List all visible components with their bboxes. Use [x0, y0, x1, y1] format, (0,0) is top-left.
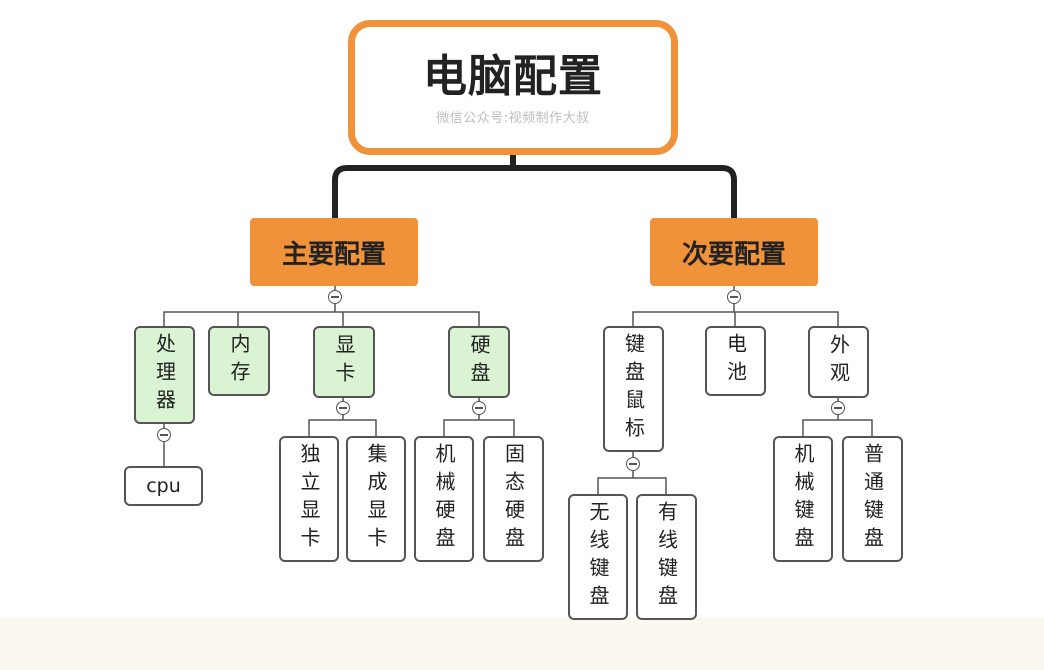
item-node-cpu-group[interactable]: 处理器 — [134, 326, 195, 424]
leaf-node-integrated-gpu[interactable]: 集成显卡 — [346, 436, 406, 562]
collapse-toggle-icon[interactable] — [472, 401, 486, 415]
leaf-label: 机械键盘 — [791, 443, 815, 555]
leaf-node-normal-keyboard[interactable]: 普通键盘 — [842, 436, 903, 562]
item-label: 处理器 — [152, 333, 177, 417]
leaf-label: 机械硬盘 — [432, 443, 456, 555]
item-label: 内存 — [227, 333, 251, 389]
leaf-label: 有线键盘 — [654, 501, 679, 613]
collapse-toggle-icon[interactable] — [727, 290, 741, 304]
item-node-memory[interactable]: 内存 — [208, 326, 270, 396]
leaf-node-dedicated-gpu[interactable]: 独立显卡 — [279, 436, 339, 562]
leaf-node-wired-keyboard[interactable]: 有线键盘 — [636, 494, 697, 620]
leaf-node-hdd[interactable]: 机械硬盘 — [414, 436, 474, 562]
collapse-toggle-icon[interactable] — [831, 401, 845, 415]
item-node-appearance[interactable]: 外观 — [808, 326, 869, 398]
collapse-toggle-icon[interactable] — [336, 401, 350, 415]
item-label: 显卡 — [332, 334, 356, 390]
leaf-node-mechanical-keyboard[interactable]: 机械键盘 — [773, 436, 833, 562]
collapse-toggle-icon[interactable] — [157, 428, 171, 442]
item-node-keyboard-mouse[interactable]: 键盘鼠标 — [603, 326, 664, 452]
collapse-toggle-icon[interactable] — [328, 290, 342, 304]
watermark-text: 微信公众号:视频制作大叔 — [436, 111, 590, 126]
item-label: 硬盘 — [467, 334, 491, 390]
item-label: 外观 — [826, 334, 851, 390]
leaf-label: 集成显卡 — [364, 443, 388, 555]
root-title: 电脑配置 — [423, 51, 603, 102]
leaf-node-cpu[interactable]: cpu — [124, 466, 203, 506]
item-label: 电池 — [723, 333, 748, 389]
leaf-label: 普通键盘 — [860, 443, 885, 555]
item-node-gpu[interactable]: 显卡 — [313, 326, 375, 398]
leaf-node-ssd[interactable]: 固态硬盘 — [483, 436, 544, 562]
collapse-toggle-icon[interactable] — [626, 457, 640, 471]
bottom-band — [0, 618, 1044, 670]
leaf-label: cpu — [146, 475, 181, 497]
item-node-battery[interactable]: 电池 — [705, 326, 766, 396]
item-label: 键盘鼠标 — [621, 333, 646, 445]
leaf-label: 固态硬盘 — [501, 443, 526, 555]
item-node-disk[interactable]: 硬盘 — [448, 326, 510, 398]
leaf-label: 独立显卡 — [297, 443, 321, 555]
leaf-node-wireless-keyboard[interactable]: 无线键盘 — [568, 494, 628, 620]
leaf-label: 无线键盘 — [586, 501, 610, 613]
root-node[interactable]: 电脑配置 微信公众号:视频制作大叔 — [348, 20, 678, 155]
category-node-primary[interactable]: 主要配置 — [250, 218, 418, 286]
category-node-secondary[interactable]: 次要配置 — [650, 218, 818, 286]
